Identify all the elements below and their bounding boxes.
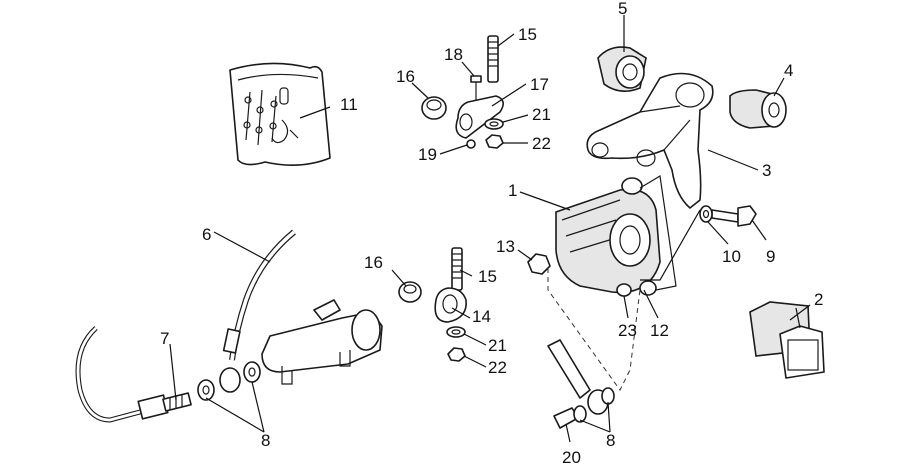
- callout-21-lower: 21: [488, 336, 507, 355]
- leader-lines: [169, 15, 811, 443]
- part-15-upper-stud: [487, 35, 499, 83]
- callout-14: 14: [472, 307, 491, 326]
- part-16-lower-grommet: [398, 281, 422, 303]
- callout-3: 3: [762, 161, 771, 180]
- callout-labels: 5 4 3 2 1 9 10 11 6 7 8 8 12 23 13 14 15…: [160, 0, 823, 464]
- part-8-washers-right: [573, 387, 615, 423]
- assembly-line-caliper: [547, 268, 641, 391]
- part-5-bushing: [597, 46, 647, 92]
- part-4-bushing: [729, 89, 787, 129]
- callout-22-lower: 22: [488, 358, 507, 377]
- part-18-screw: [470, 75, 482, 100]
- master-cylinder: [261, 299, 383, 385]
- callout-5: 5: [618, 0, 627, 18]
- callout-21-upper: 21: [532, 105, 551, 124]
- callout-15-lower: 15: [478, 267, 497, 286]
- callout-12: 12: [650, 321, 669, 340]
- callout-23: 23: [618, 321, 637, 340]
- part-16-upper-grommet: [421, 96, 447, 120]
- part-15-lower-stud: [451, 247, 463, 291]
- part-22-upper-nut: [485, 134, 504, 149]
- callout-7: 7: [160, 329, 169, 348]
- callout-17: 17: [530, 75, 549, 94]
- callout-9: 9: [766, 247, 775, 266]
- callout-8-left: 8: [261, 431, 270, 450]
- part-17-upper-clamp: [455, 95, 504, 139]
- callout-19: 19: [418, 145, 437, 164]
- part-7-brake-switch: [75, 326, 192, 423]
- callout-11: 11: [340, 95, 358, 114]
- callout-1: 1: [508, 181, 517, 200]
- part-21-lower-washer: [446, 326, 466, 338]
- callout-16-upper: 16: [396, 67, 415, 86]
- part-13-bleed-nut: [527, 253, 551, 275]
- part-1-brake-caliper: [555, 175, 677, 296]
- part-21-upper-washer: [484, 118, 504, 130]
- part-11-kit-bag: [229, 62, 331, 166]
- part-12-bleed-screw: [616, 283, 632, 297]
- callout-4: 4: [784, 61, 793, 80]
- part-10-washer: [699, 205, 713, 223]
- part-6-brake-hose: [219, 229, 296, 393]
- part-19-small-nut: [466, 139, 476, 149]
- assembly-line-bracket: [640, 209, 701, 281]
- callout-16-lower: 16: [364, 253, 383, 272]
- callout-22-upper: 22: [532, 134, 551, 153]
- part-2-brake-pads: [749, 301, 825, 379]
- part-3-caliper-bracket: [586, 72, 714, 209]
- callout-18: 18: [444, 45, 463, 64]
- callout-10: 10: [722, 247, 741, 266]
- callout-13: 13: [496, 237, 515, 256]
- part-14-lower-clamp: [434, 287, 467, 323]
- callout-6: 6: [202, 225, 211, 244]
- callout-15-upper: 15: [518, 25, 537, 44]
- part-8-washers-left: [197, 361, 261, 401]
- callout-8-right: 8: [606, 431, 615, 450]
- callout-2: 2: [814, 290, 823, 309]
- callout-20: 20: [562, 448, 581, 464]
- part-9-bolt: [711, 205, 757, 227]
- part-22-lower-nut: [447, 347, 466, 362]
